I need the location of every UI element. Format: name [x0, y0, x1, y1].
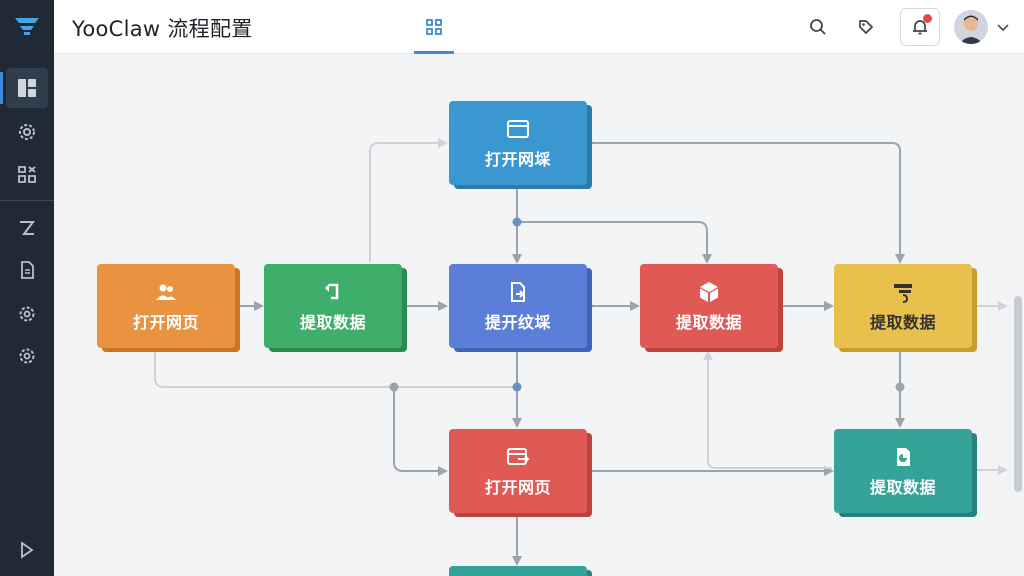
sidebar-divider	[0, 200, 54, 201]
node-open-page-left[interactable]: 打开网页	[97, 264, 235, 348]
node-label: 提开纹埰	[484, 313, 551, 332]
node-label: 提取数据	[299, 313, 366, 332]
bell-icon	[913, 20, 927, 35]
chevron-down-icon[interactable]	[994, 18, 1012, 36]
document-icon	[21, 261, 34, 279]
flow-icon	[20, 221, 35, 235]
browser-forward-icon	[507, 448, 530, 465]
node-extract-teal[interactable]: 提取数据	[834, 429, 972, 513]
node-extract-green[interactable]: 提取数据	[264, 264, 402, 348]
users-icon	[156, 284, 176, 300]
sidebar-item-preferences[interactable]	[6, 336, 48, 376]
settings-gear-icon	[19, 124, 35, 140]
node-label: 打开网页	[132, 313, 199, 332]
node-label: 打开网埰	[484, 150, 551, 169]
node-next-partial[interactable]	[449, 566, 587, 576]
node-open-page-bottom[interactable]: 打开网页	[449, 429, 587, 513]
play-icon	[21, 541, 34, 559]
vertical-scrollbar[interactable]	[1014, 296, 1022, 492]
gear-icon	[19, 306, 35, 322]
node-extract-yellow[interactable]: 提取数据	[834, 264, 972, 348]
notification-badge	[923, 14, 932, 23]
file-export-icon	[511, 282, 525, 302]
filter-tool-icon	[894, 284, 912, 303]
sidebar-item-settings[interactable]	[6, 294, 48, 334]
page-title: YooClaw 流程配置	[72, 17, 253, 41]
gear-icon	[19, 348, 35, 364]
node-label: 提取数据	[675, 313, 742, 332]
node-label: 提取数据	[869, 313, 936, 332]
node-label: 提取数据	[869, 478, 936, 497]
logo-icon	[15, 18, 39, 35]
cube-icon	[700, 282, 718, 302]
grid-icon	[426, 19, 442, 35]
notifications-button[interactable]	[900, 8, 940, 46]
search-button[interactable]	[802, 11, 834, 43]
sidebar-item-documents[interactable]	[6, 250, 48, 290]
tag-button[interactable]	[850, 11, 882, 43]
node-label: 打开网页	[484, 478, 551, 497]
sidebar-item-flows[interactable]	[6, 208, 48, 248]
sidebar-item-dashboard[interactable]	[0, 68, 48, 108]
sidebar-item-automation[interactable]	[6, 112, 48, 152]
tab-grid-view[interactable]	[414, 0, 454, 54]
node-extract-red[interactable]: 提取数据	[640, 264, 778, 348]
node-open-page-top[interactable]: 打开网埰	[449, 101, 587, 185]
sidebar-item-plugins[interactable]	[6, 154, 48, 194]
dashboard-icon	[18, 79, 36, 97]
sidebar-item-run[interactable]	[6, 530, 48, 570]
puzzle-icon	[18, 166, 36, 183]
tag-icon	[859, 20, 874, 35]
return-arrow-icon	[325, 283, 339, 300]
pie-document-icon	[897, 448, 910, 466]
sidebar	[0, 0, 54, 576]
top-header: YooClaw 流程配置	[54, 0, 1024, 54]
browser-window-icon	[507, 120, 529, 138]
user-avatar-icon	[954, 10, 988, 44]
avatar[interactable]	[954, 10, 988, 44]
node-extract-indigo[interactable]: 提开纹埰	[449, 264, 587, 348]
search-icon	[810, 19, 826, 35]
